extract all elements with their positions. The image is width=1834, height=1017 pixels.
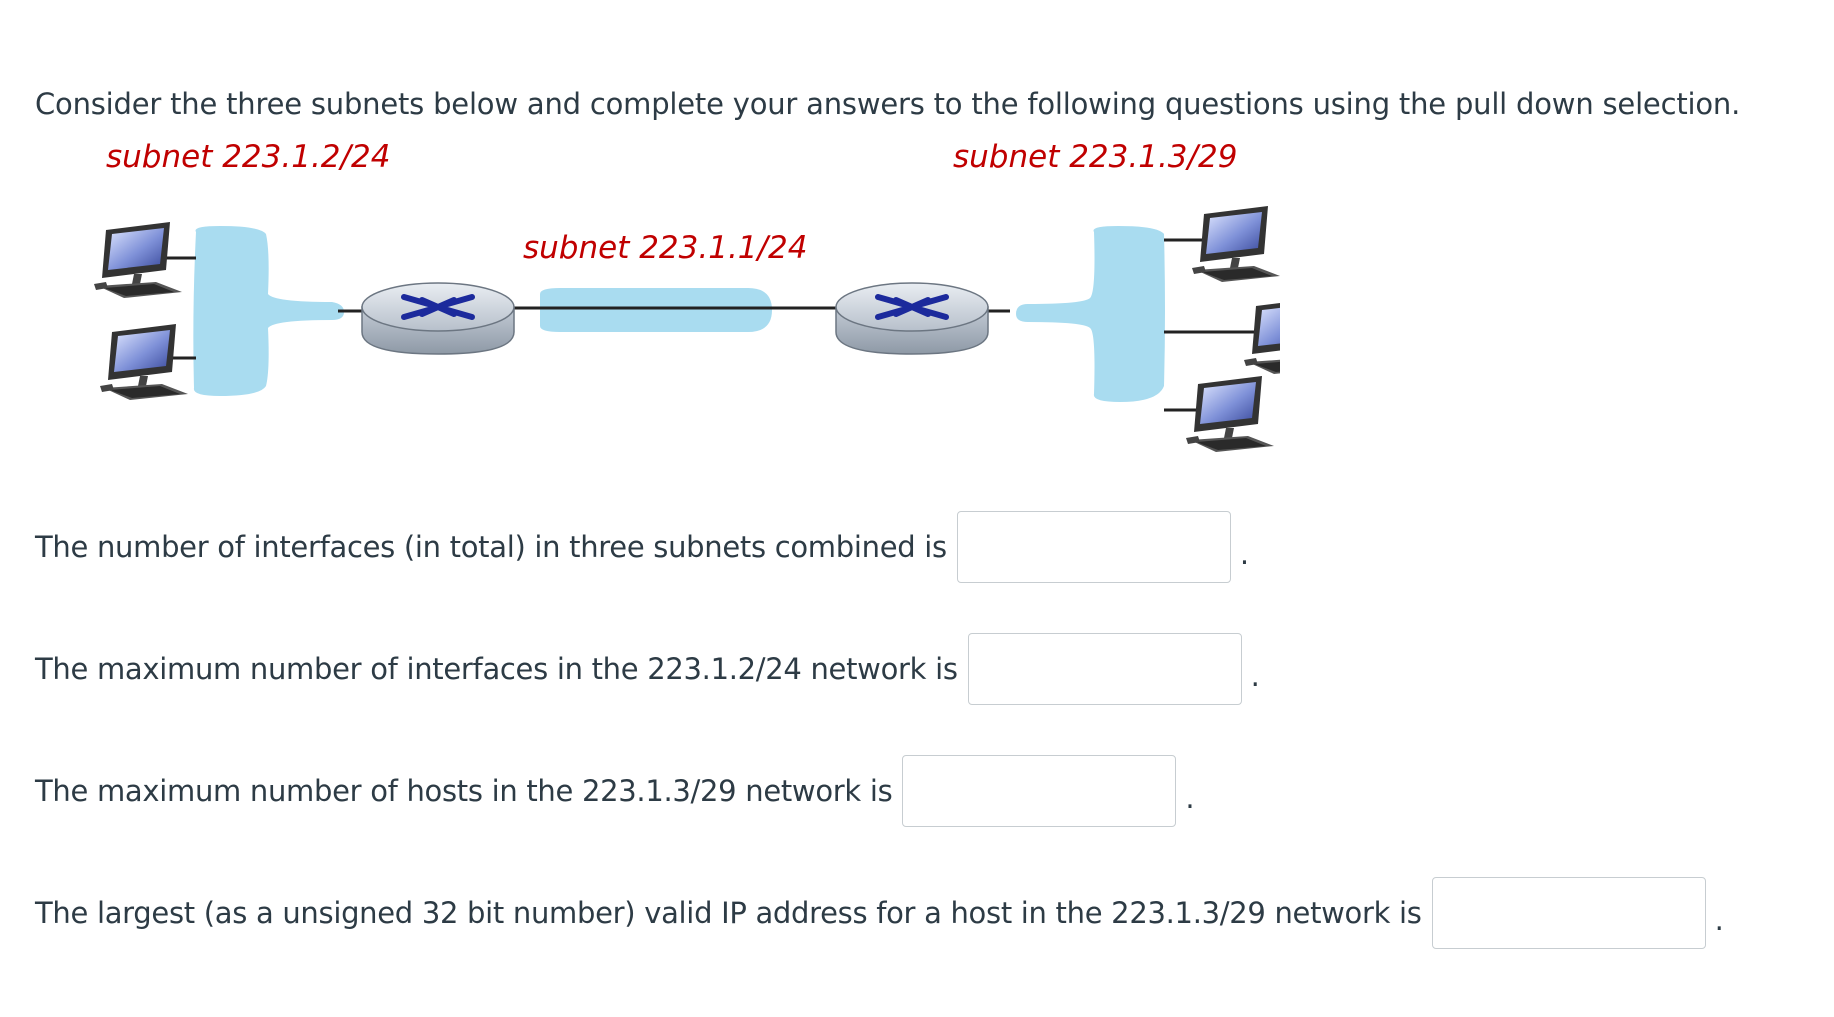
network-diagram: subnet 223.1.2/24 subnet 223.1.3/29 subn… [60,142,1280,477]
host-computer-icon [1192,206,1280,282]
question-text: The largest (as a unsigned 32 bit number… [35,896,1422,930]
question-row: The largest (as a unsigned 32 bit number… [35,875,1724,951]
question-intro: Consider the three subnets below and com… [35,87,1741,121]
lan-middle-shape [540,288,772,332]
host-computer-icon [94,222,182,298]
subnet-label-left: subnet 223.1.2/24 [106,142,390,175]
question-text: The number of interfaces (in total) in t… [35,530,947,564]
host-computer-icon [1244,303,1280,374]
question-row: The maximum number of hosts in the 223.1… [35,753,1195,829]
answer-input-max-hosts[interactable] [902,755,1177,827]
network-diagram-svg: subnet 223.1.2/24 subnet 223.1.3/29 subn… [94,142,1280,452]
host-computer-icon [1186,376,1274,452]
question-period: . [1185,781,1195,815]
answer-input-max-interfaces[interactable] [967,633,1242,705]
question-period: . [1714,903,1724,937]
router-right-icon [835,282,989,355]
subnet-label-middle: subnet 223.1.1/24 [523,230,807,266]
host-computer-icon [100,324,188,400]
question-period: . [1239,537,1249,571]
answer-input-interfaces-total[interactable] [956,511,1231,583]
question-row: The maximum number of interfaces in the … [35,631,1260,707]
subnet-label-right: subnet 223.1.3/29 [953,142,1237,175]
question-period: . [1250,659,1260,693]
question-text: The maximum number of hosts in the 223.1… [35,774,893,808]
question-text: The maximum number of interfaces in the … [35,652,958,686]
answer-input-largest-ip[interactable] [1431,877,1706,949]
router-left-icon [361,282,515,355]
question-row: The number of interfaces (in total) in t… [35,509,1249,585]
lan-left-shape [193,226,344,396]
lan-right-shape [1016,226,1165,402]
